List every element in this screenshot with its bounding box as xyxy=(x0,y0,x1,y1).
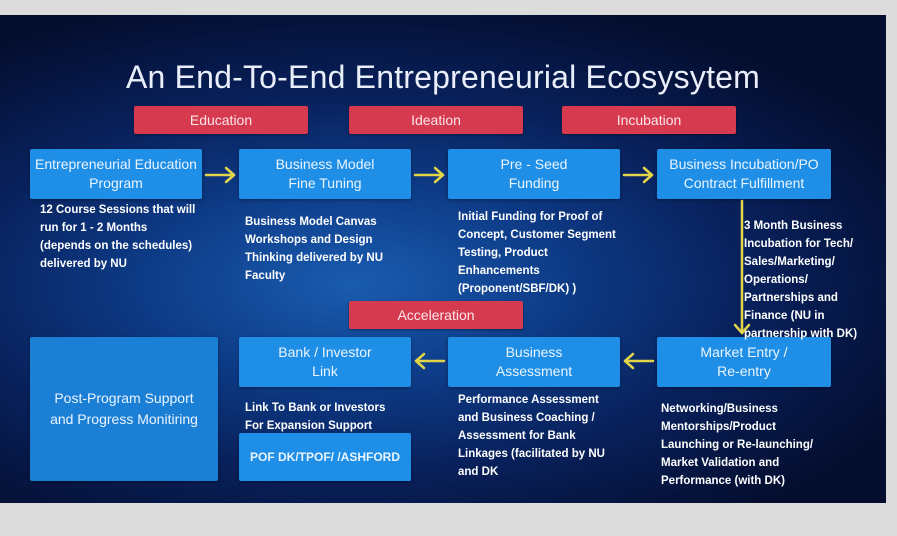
step-label: Business Incubation/PO Contract Fulfillm… xyxy=(669,156,819,191)
diagram-title: An End-To-End Entrepreneurial Ecosysytem xyxy=(125,59,761,95)
arrow-down-head xyxy=(733,323,751,335)
slide: An End-To-End Entrepreneurial Ecosysytem… xyxy=(0,15,886,503)
arrow-2-head xyxy=(433,166,445,184)
phase-tag-education: Education xyxy=(134,106,308,134)
partners-box: POF DK/TPOF/ /ASHFORD xyxy=(239,433,411,481)
step-bank-investor: Bank / Investor Link xyxy=(239,337,411,387)
desc-incubation: 3 Month Business Incubation for Tech/ Sa… xyxy=(744,220,858,340)
arrow-5-head xyxy=(414,352,426,370)
step-label: Pre - Seed Funding xyxy=(500,156,568,191)
step-label: Bank / Investor Link xyxy=(278,344,372,379)
desc-pre-seed: Initial Funding for Proof of Concept, Cu… xyxy=(458,211,616,295)
step-incubation: Business Incubation/PO Contract Fulfillm… xyxy=(657,149,831,199)
step-assessment: Business Assessment xyxy=(448,337,620,387)
step-market-entry: Market Entry / Re-entry xyxy=(657,337,831,387)
step-label: Business Model Fine Tuning xyxy=(275,156,375,191)
step-business-model: Business Model Fine Tuning xyxy=(239,149,411,199)
phase-tag-incubation: Incubation xyxy=(562,106,736,134)
step-pre-seed: Pre - Seed Funding xyxy=(448,149,620,199)
step-label: Post-Program Support and Progress Moniti… xyxy=(50,390,198,427)
desc-education-program: 12 Course Sessions that will run for 1 -… xyxy=(40,204,196,270)
desc-assessment: Performance Assessment and Business Coac… xyxy=(458,394,605,478)
step-education-program: Entrepreneurial Education Program xyxy=(30,149,202,199)
step-post-program: Post-Program Support and Progress Moniti… xyxy=(30,337,218,481)
phase-tag-acceleration: Acceleration xyxy=(349,301,523,329)
flow-arrows xyxy=(204,166,751,370)
step-label: Market Entry / Re-entry xyxy=(700,344,788,379)
arrow-4-head xyxy=(623,352,635,370)
desc-market-entry: Networking/Business Mentorships/Product … xyxy=(661,403,814,487)
phase-tag-ideation: Ideation xyxy=(349,106,523,134)
step-label: Entrepreneurial Education Program xyxy=(35,156,197,191)
desc-business-model: Business Model Canvas Workshops and Desi… xyxy=(245,216,384,282)
step-label: Business Assessment xyxy=(495,344,573,379)
desc-bank-investor: Link To Bank or Investors For Expansion … xyxy=(245,402,386,432)
arrow-1-head xyxy=(224,166,236,184)
arrow-3-head xyxy=(642,166,654,184)
